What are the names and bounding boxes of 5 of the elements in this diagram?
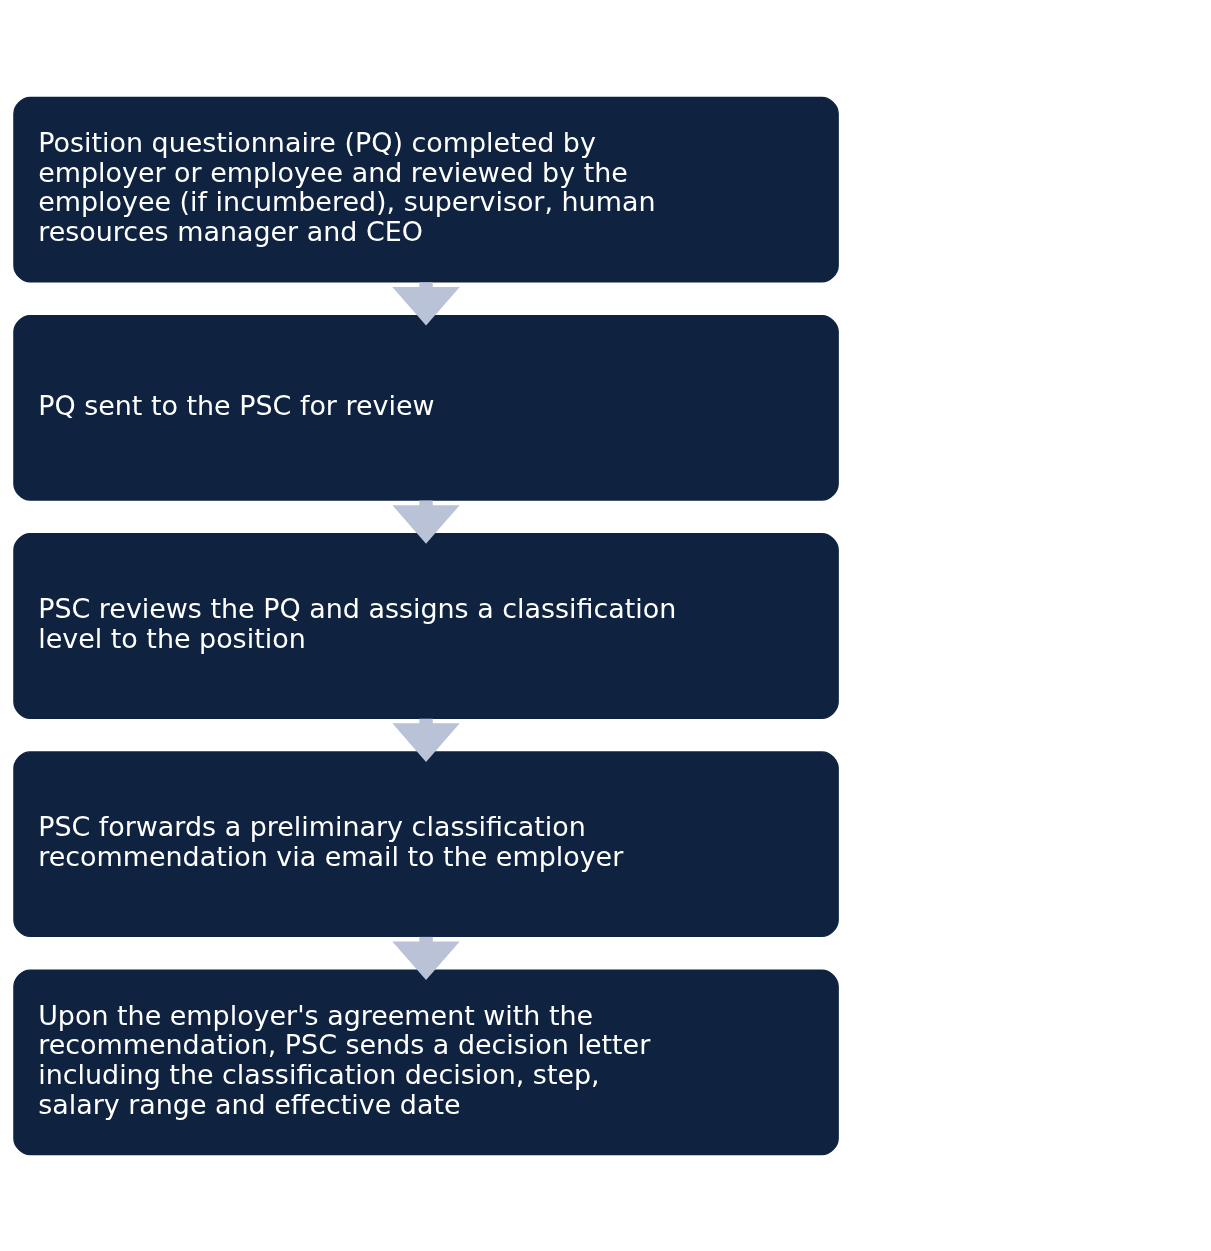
node-box: PSC forwards a preliminary classification recommendation via email to the employer — [13, 750, 839, 937]
node-box: Upon the employer's agreement with the recommendation, PSC sends a decision letter including the classification decision, step, salary range and effective date — [13, 968, 839, 1155]
node-box: Position questionnaire (PQ) completed by employer or employee and reviewed by the employee (if incumbered), supervisor, human resources manager and CEO — [13, 96, 839, 283]
node-box: PSC reviews the PQ and assigns a classification level to the position — [13, 532, 839, 719]
node-box: PQ sent to the PSC for review — [13, 314, 839, 501]
